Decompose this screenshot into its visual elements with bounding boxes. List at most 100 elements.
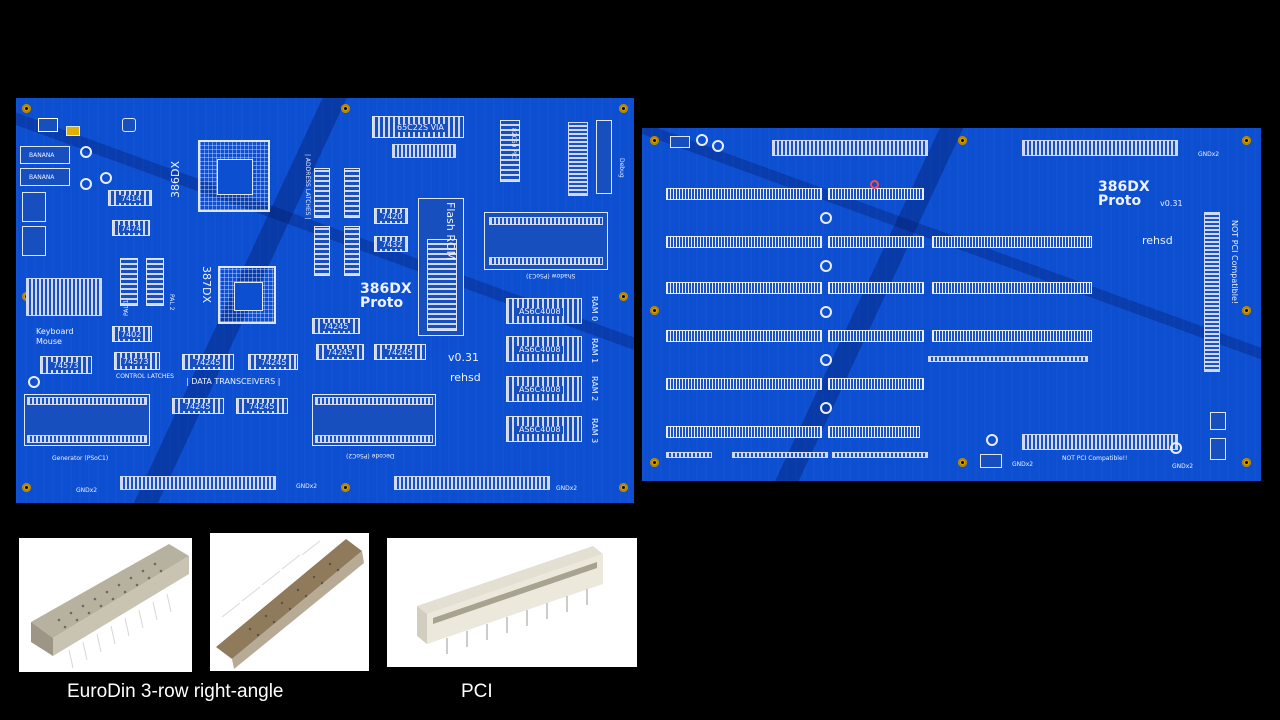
pci-slot <box>828 236 924 248</box>
chip-label: AS6C4008 <box>517 307 563 316</box>
power-connector <box>38 118 58 132</box>
board-title-line2: Proto <box>1098 193 1142 209</box>
test-point <box>870 180 879 189</box>
mounting-hole <box>650 458 659 467</box>
debug-module <box>596 120 612 194</box>
capacitor <box>696 134 708 146</box>
mounting-hole <box>650 306 659 315</box>
banana-jack: BANANA <box>20 168 70 186</box>
pci-slot <box>828 426 920 438</box>
chip-label: 74573 <box>121 357 151 366</box>
capacitor <box>80 178 92 190</box>
ic-74245: 74245 <box>236 398 288 414</box>
regulator <box>22 192 46 222</box>
author-label: rehsd <box>450 371 481 384</box>
small-header <box>732 452 828 458</box>
pci-slot <box>666 426 822 438</box>
eurodin-connector <box>1022 140 1178 156</box>
header <box>392 144 456 158</box>
capacitor <box>986 434 998 446</box>
mounting-hole <box>619 104 628 113</box>
pal-label: PAL 2 <box>168 294 175 311</box>
eurodin-connector <box>1022 434 1178 450</box>
ram-label: RAM 3 <box>590 418 599 444</box>
small-header <box>928 356 1088 362</box>
ic-74245: 74245 <box>182 354 234 370</box>
mounting-hole <box>341 483 350 492</box>
jumper <box>980 454 1002 468</box>
ram-chip-1: AS6C4008 <box>506 336 582 362</box>
terminal-block <box>1210 438 1226 460</box>
capacitor <box>820 354 832 366</box>
ic-7414: 7414 <box>108 190 152 206</box>
shadow-label: Shadow (PSoC3) <box>526 272 576 279</box>
chip-label: 7474 <box>119 224 144 233</box>
capacitor <box>1170 442 1182 454</box>
ic-7474: 7474 <box>112 220 150 236</box>
mounting-hole <box>650 136 659 145</box>
ic-74573: 74573 <box>114 352 160 370</box>
pci-slot <box>666 378 822 390</box>
pci-slot <box>666 236 822 248</box>
ic-74245: 74245 <box>312 318 360 334</box>
control-latches-label: CONTROL LATCHES <box>116 373 174 380</box>
ram-label: RAM 1 <box>590 338 599 364</box>
mounting-hole <box>619 483 628 492</box>
mouse-label: Mouse <box>36 337 62 346</box>
gnd-label: GNDx2 <box>76 487 98 494</box>
eurodin-connector-illustration <box>31 544 189 669</box>
board-title-line1: 386DX <box>360 281 412 297</box>
chip-label: 74245 <box>325 348 355 357</box>
shadow-psoc <box>484 212 608 270</box>
eurodin-photo-1 <box>19 538 192 672</box>
mounting-hole <box>1242 136 1251 145</box>
power-switch <box>66 126 80 136</box>
keyboard-label: Keyboard <box>36 327 74 336</box>
fpu-label: 387DX <box>200 266 213 304</box>
gnd-label: GNDx2 <box>1012 461 1034 468</box>
flash-rom <box>418 198 464 336</box>
mounting-hole <box>958 458 967 467</box>
chip-label: 74245 <box>183 402 213 411</box>
fpu-socket <box>218 266 276 324</box>
pci-slot <box>932 330 1092 342</box>
data-transceivers-label: | DATA TRANSCEIVERS | <box>186 377 281 386</box>
chip-label: 74245 <box>193 358 223 367</box>
reset-button <box>122 118 136 132</box>
pci-slot <box>666 330 822 342</box>
pic-chip <box>500 120 520 182</box>
pci-photo <box>387 538 637 667</box>
ic-74245: 74245 <box>316 344 364 360</box>
pal-2 <box>146 258 164 306</box>
pci-caption: PCI <box>461 681 493 702</box>
board-title-line1: 386DX <box>1098 179 1150 195</box>
pci-slot <box>666 188 822 200</box>
pci-slot <box>932 282 1092 294</box>
eurodin-connector <box>394 476 550 490</box>
small-header <box>666 452 712 458</box>
capacitor <box>712 140 724 152</box>
capacitor <box>28 376 40 388</box>
ram-chip-0: AS6C4008 <box>506 298 582 324</box>
chip-label: AS6C4008 <box>517 425 563 434</box>
chip-label: 7414 <box>119 194 144 203</box>
pci-slot <box>828 378 924 390</box>
cpu-label: 386DX <box>169 160 182 198</box>
ic-74573: 74573 <box>40 356 92 374</box>
ic-74245: 74245 <box>248 354 298 370</box>
gnd-label: GNDx2 <box>556 485 578 492</box>
address-latch <box>314 226 330 276</box>
address-latches-label: | ADDRESS LATCHES | <box>304 154 311 220</box>
chip-label: AS6C4008 <box>517 345 563 354</box>
chip-label: AS6C4008 <box>517 385 563 394</box>
debug-header <box>568 122 588 196</box>
chip-label: 7402 <box>119 330 144 339</box>
banana-jack: BANANA <box>20 146 70 164</box>
decode-psoc <box>312 394 436 446</box>
chip-label: 74245 <box>321 322 351 331</box>
ic-74245: 74245 <box>374 344 426 360</box>
eurodin-connector <box>120 476 276 490</box>
pci-slot <box>666 282 822 294</box>
backplane-pcb: GNDx2 NOT PCI Compatible! NOT PCI Compat… <box>642 128 1261 481</box>
decode-label: Decode (PSoC2) <box>346 452 395 459</box>
